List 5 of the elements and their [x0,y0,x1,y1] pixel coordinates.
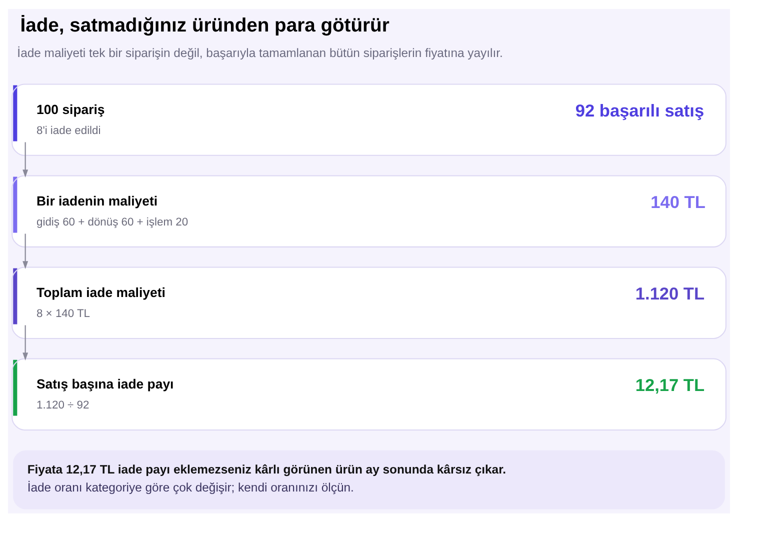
label: İade maliyeti tek bir siparişin değil, başarıyla tamamlanan bütün siparişlerin fiyatına yayılır. [17,45,503,60]
arrow [22,142,28,177]
diagram-title: İade, satmadığınız üründen para götürür [20,15,390,36]
arrow [22,233,28,268]
arrow [22,324,28,360]
